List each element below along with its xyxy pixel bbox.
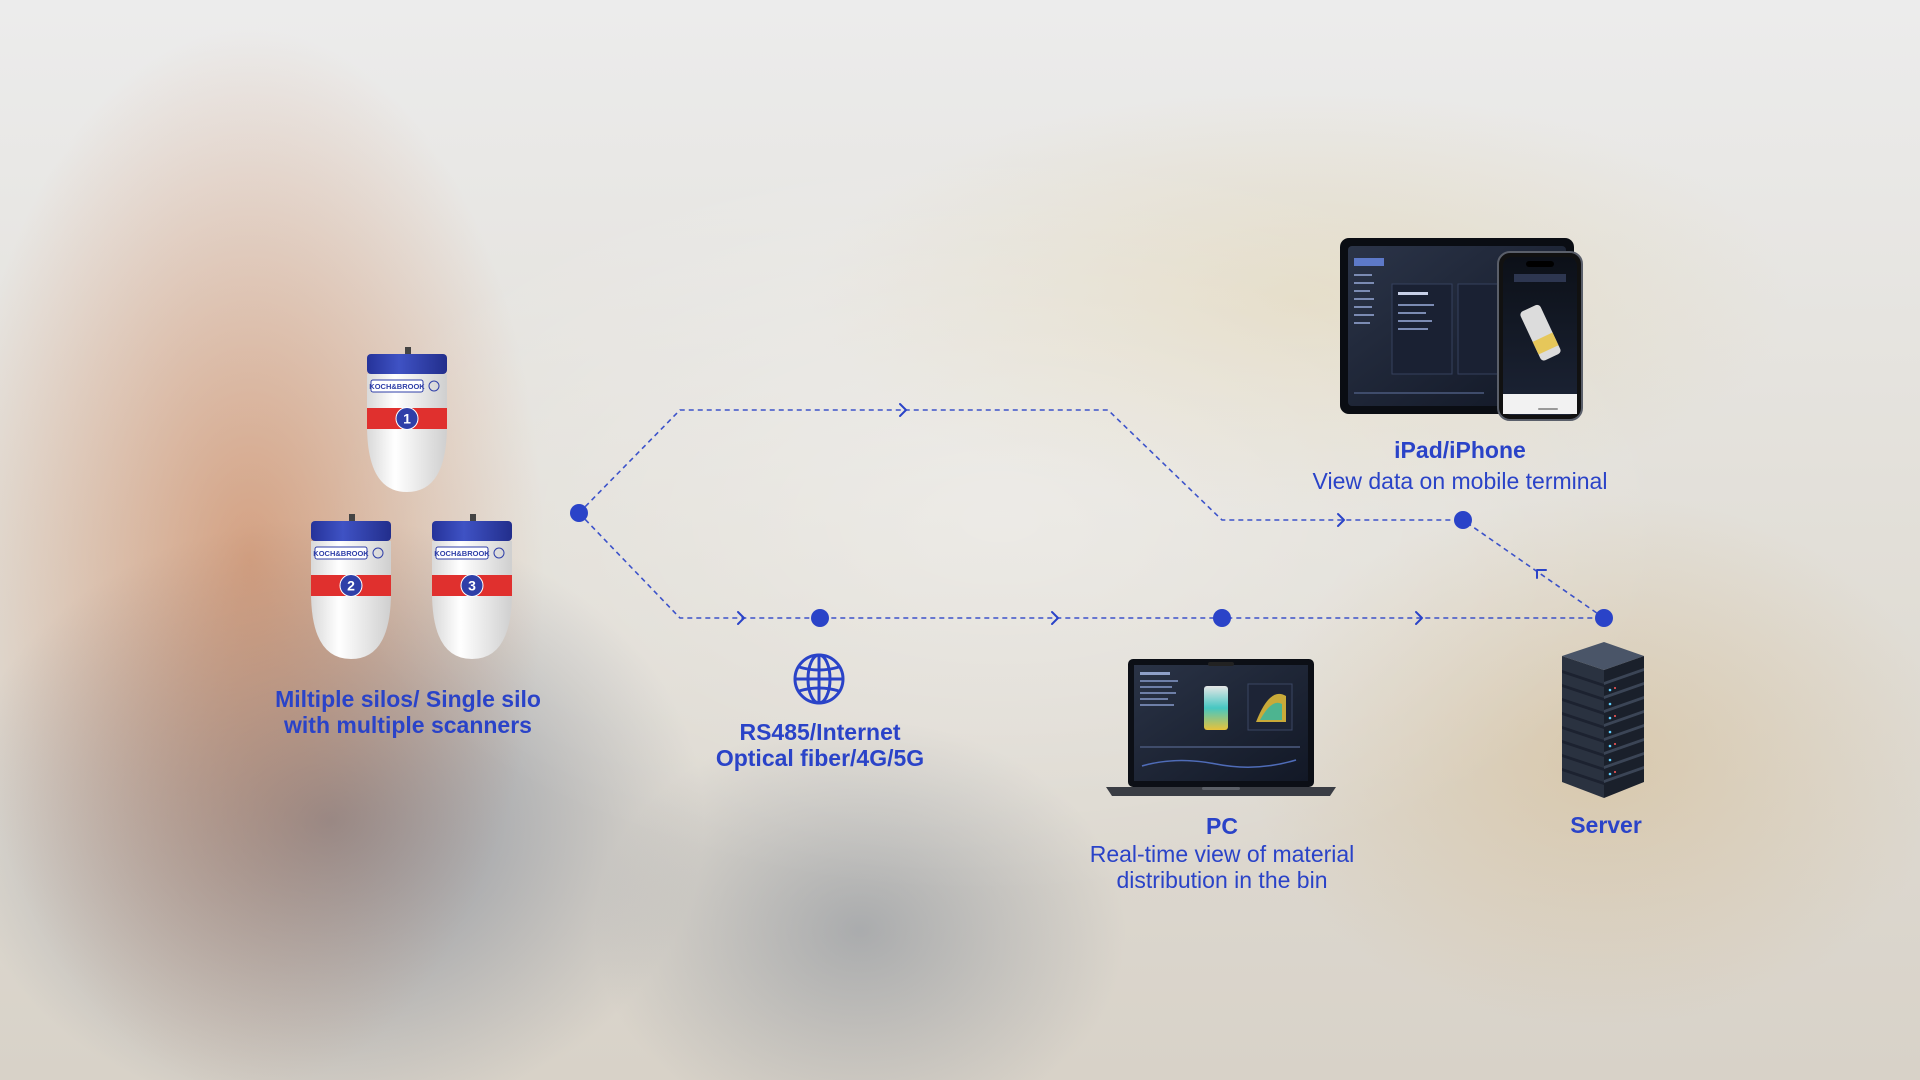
server-rack-icon bbox=[1562, 642, 1644, 798]
scanner-3-brand: KOCH&BROOK bbox=[434, 549, 490, 558]
arrow-lower-2 bbox=[1051, 611, 1059, 625]
node-server bbox=[1595, 609, 1613, 627]
network-caption-line1: RS485/Internet bbox=[739, 719, 901, 745]
scanner-1-brand: KOCH&BROOK bbox=[369, 382, 425, 391]
scanner-3-number: 3 bbox=[468, 578, 476, 594]
pc-description-line1: Real-time view of material bbox=[1089, 841, 1355, 867]
arrow-upper-1 bbox=[899, 403, 907, 417]
laptop-icon bbox=[1106, 659, 1336, 796]
tablet-phone-icon bbox=[1340, 238, 1583, 421]
network-caption-line2: Optical fiber/4G/5G bbox=[715, 745, 925, 771]
network-caption: RS485/Internet Optical fiber/4G/5G bbox=[680, 719, 960, 771]
pc-description: Real-time view of material distribution … bbox=[1042, 841, 1402, 893]
scanners-caption-line1: Miltiple silos/ Single silo bbox=[275, 686, 541, 712]
node-pc bbox=[1213, 609, 1231, 627]
scanner-group: KOCH&BROOK 1 KOCH&BROOK 2 KOCH&BROOK 3 bbox=[311, 347, 512, 659]
pc-description-line2: distribution in the bin bbox=[1116, 867, 1328, 893]
scanner-1: KOCH&BROOK 1 bbox=[367, 347, 447, 492]
arrow-diagonal bbox=[1536, 569, 1547, 579]
scanner-2: KOCH&BROOK 2 bbox=[311, 514, 391, 659]
scanner-3: KOCH&BROOK 3 bbox=[432, 514, 512, 659]
scanners-caption: Miltiple silos/ Single silo with multipl… bbox=[258, 686, 558, 738]
globe-icon bbox=[793, 653, 845, 705]
pc-title: PC bbox=[1206, 813, 1238, 839]
server-to-mobile-line bbox=[1462, 519, 1605, 619]
scanner-1-number: 1 bbox=[403, 411, 411, 427]
node-network bbox=[811, 609, 829, 627]
scanner-2-number: 2 bbox=[347, 578, 355, 594]
arrow-upper-2 bbox=[1337, 513, 1345, 527]
node-source bbox=[570, 504, 588, 522]
upper-route-line bbox=[578, 409, 1463, 521]
lower-route-line bbox=[578, 512, 1604, 619]
scanner-2-brand: KOCH&BROOK bbox=[313, 549, 369, 558]
arrow-lower-3 bbox=[1415, 611, 1423, 625]
arrow-lower-1 bbox=[737, 611, 745, 625]
mobile-title: iPad/iPhone bbox=[1394, 437, 1526, 463]
scanners-caption-line2: with multiple scanners bbox=[284, 712, 532, 738]
node-mobile bbox=[1454, 511, 1472, 529]
server-title: Server bbox=[1570, 812, 1642, 838]
mobile-description: View data on mobile terminal bbox=[1312, 468, 1608, 494]
